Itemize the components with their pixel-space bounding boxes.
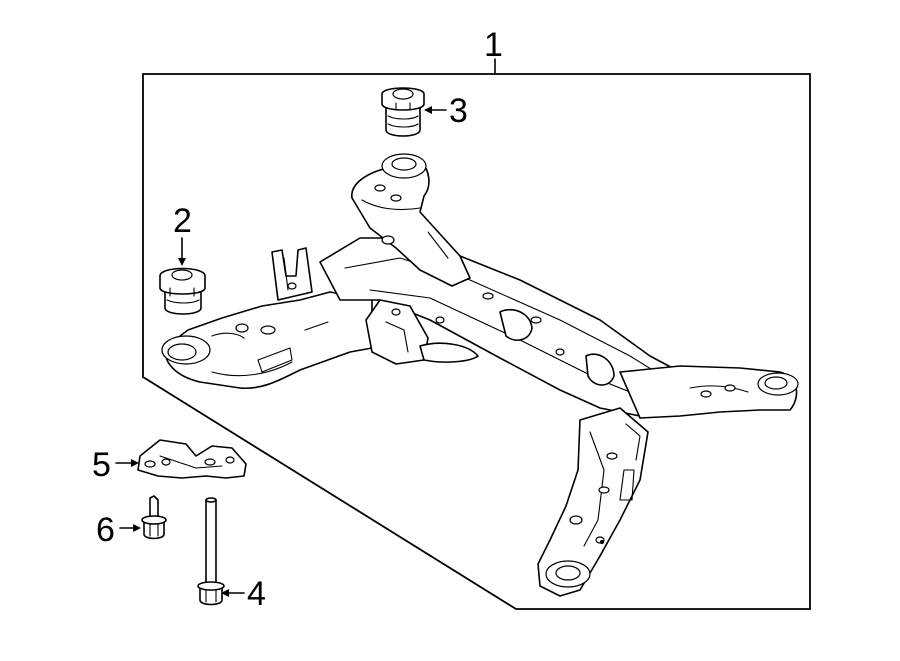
- callout-2-label: 2: [173, 202, 192, 240]
- crossmember-illustration: [161, 153, 799, 597]
- assembly-boundary: [142, 73, 811, 610]
- bracket-5-illustration: [137, 439, 247, 479]
- callout-3-arrow: [424, 106, 432, 114]
- callout-5-arrow: [131, 459, 139, 467]
- callout-5-label: 5: [92, 446, 111, 484]
- callout-1-label: 1: [484, 26, 503, 64]
- bushing-2-illustration: [159, 267, 206, 315]
- callout-3-label: 3: [449, 92, 468, 130]
- callout-4-label: 4: [247, 575, 266, 613]
- bolt-6-illustration: [141, 495, 167, 540]
- callout-2-arrow: [178, 258, 186, 266]
- callout-6-label: 6: [96, 511, 115, 549]
- callout-6-arrow: [133, 524, 141, 532]
- bushing-3-illustration: [381, 87, 425, 137]
- bolt-4-illustration: [197, 497, 225, 606]
- callout-4-arrow: [221, 589, 229, 597]
